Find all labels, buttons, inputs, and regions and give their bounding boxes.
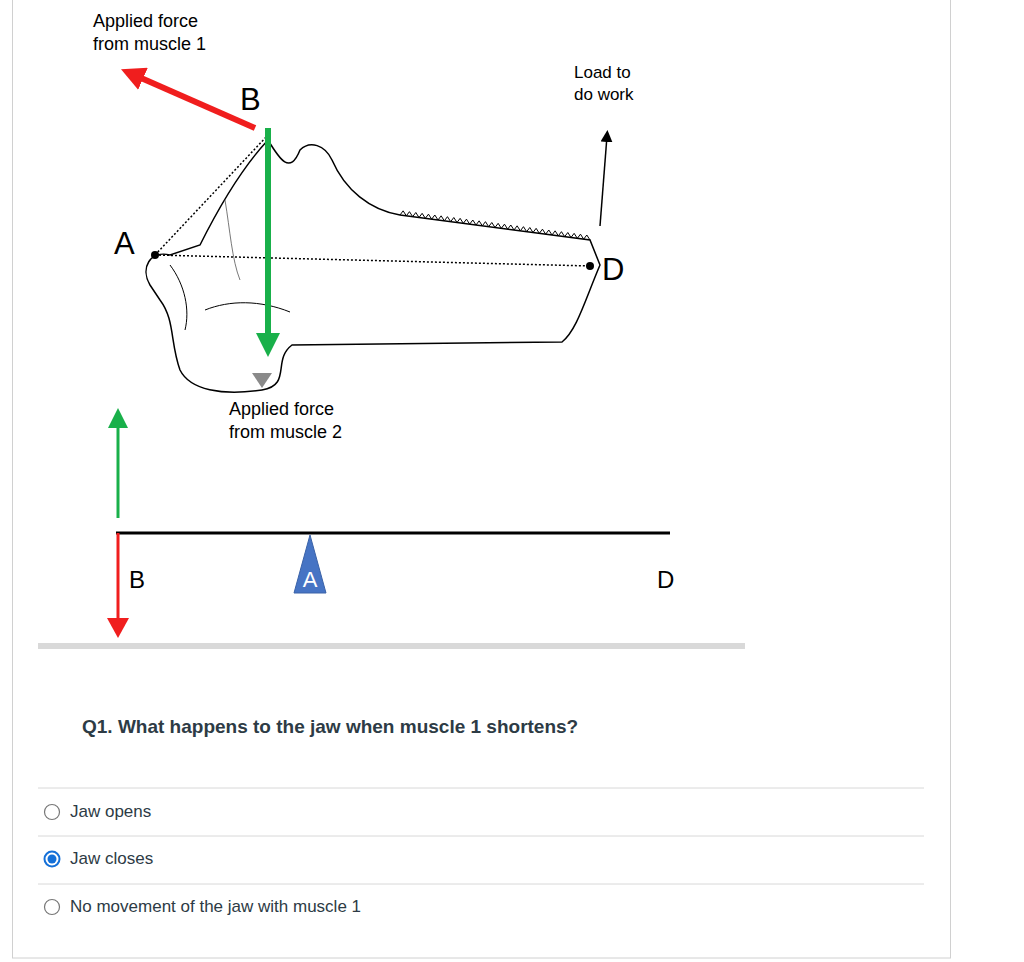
point-label: A bbox=[114, 224, 135, 264]
load-label: Load to do work bbox=[574, 62, 652, 106]
radio-button bbox=[45, 805, 60, 820]
question-text: Q1. What happens to the jaw when muscle … bbox=[82, 715, 578, 740]
fulcrum-triangle: A bbox=[293, 534, 327, 594]
force-label: Applied force from muscle 1 bbox=[93, 10, 223, 57]
point-label: B bbox=[240, 80, 261, 120]
muscle-2-force bbox=[265, 128, 271, 345]
lever-bar bbox=[116, 532, 670, 535]
mandible-outline bbox=[146, 140, 600, 392]
force-label: Applied force from muscle 2 bbox=[229, 398, 359, 445]
point-label: B bbox=[129, 564, 145, 595]
radio-button bbox=[45, 900, 60, 915]
answer-option: Jaw closes bbox=[70, 848, 153, 870]
radio-button bbox=[45, 852, 60, 867]
point-label: D bbox=[602, 250, 624, 290]
load-arrow bbox=[600, 136, 607, 226]
point-label: D bbox=[657, 564, 674, 595]
answer-option: Jaw opens bbox=[70, 801, 151, 823]
muscle-1-force bbox=[132, 74, 255, 128]
answer-option: No movement of the jaw with muscle 1 bbox=[70, 896, 361, 918]
fulcrum-label: A bbox=[293, 568, 327, 592]
